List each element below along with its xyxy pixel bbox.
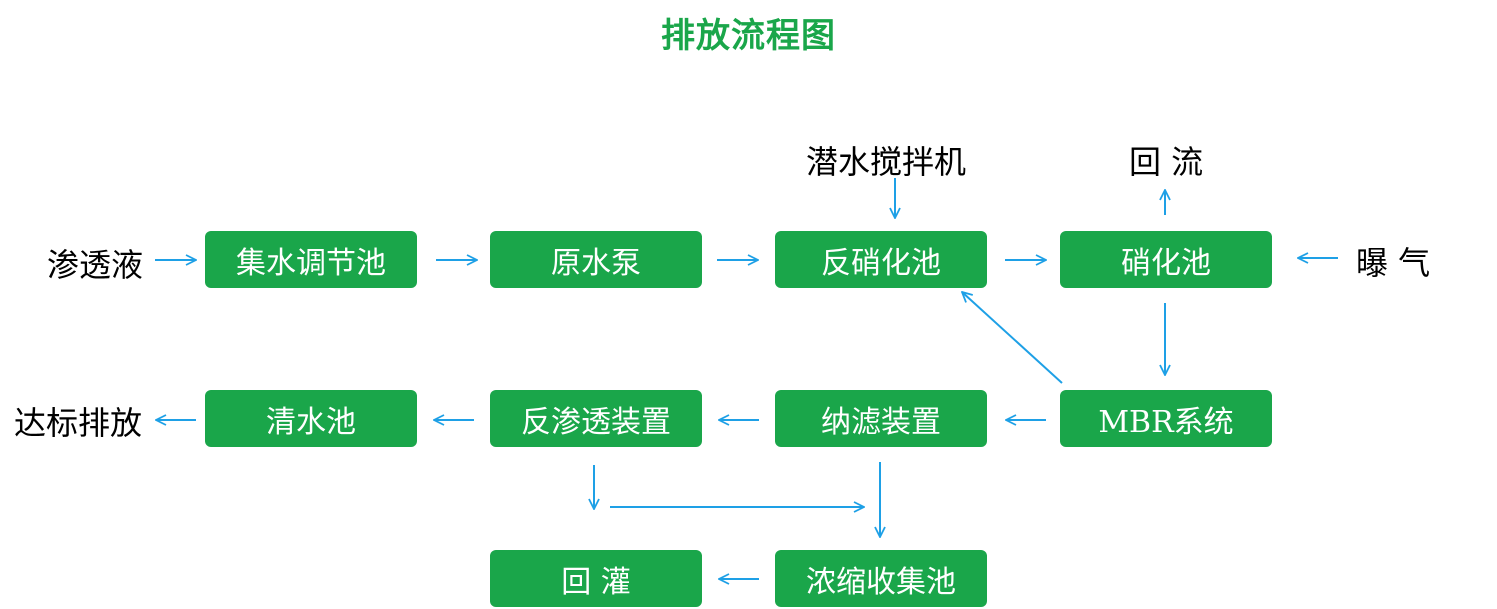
box-xiaohuachi: 硝化池: [1060, 231, 1272, 288]
label-shentouye: 渗透液: [47, 246, 144, 284]
label-dabiao-paifang: 达标排放: [14, 404, 143, 442]
box-yuanshuibeng: 原水泵: [490, 231, 702, 288]
label-huiliu: 回 流: [1129, 143, 1204, 181]
box-fanxiaohuachi: 反硝化池: [775, 231, 987, 288]
box-nongsuo-shoujichi: 浓缩收集池: [775, 550, 987, 607]
box-mbr-xitong: MBR系统: [1060, 390, 1272, 447]
arrow-mbr-to-fanxiaohua: [962, 292, 1063, 384]
box-qingshuichi: 清水池: [205, 390, 417, 447]
box-fanshentou-zhuangzhi: 反渗透装置: [490, 390, 702, 447]
label-baoqi: 曝 气: [1356, 244, 1431, 282]
box-huiguan: 回 灌: [490, 550, 702, 607]
box-jishui-tiaojiechi: 集水调节池: [205, 231, 417, 288]
label-qianshui-jiaobanji: 潜水搅拌机: [806, 143, 967, 181]
diagram-title: 排放流程图: [661, 16, 836, 56]
box-nalv-zhuangzhi: 纳滤装置: [775, 390, 987, 447]
